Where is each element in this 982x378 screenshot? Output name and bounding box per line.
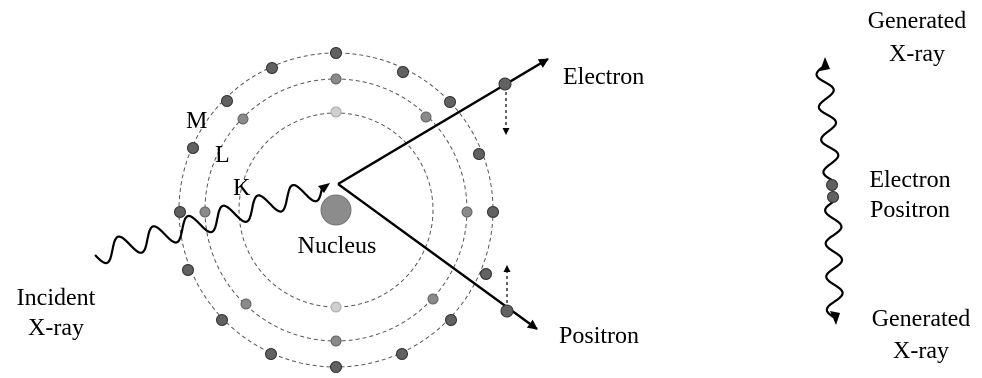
electron xyxy=(488,207,499,218)
pair-electron-dot xyxy=(827,180,838,191)
generated-xray-bottom-line2: X-ray xyxy=(893,338,949,364)
pair-positron-dot xyxy=(828,192,839,203)
electron xyxy=(331,74,341,84)
generated-xray-top-line1: Generated xyxy=(868,8,967,34)
shell-k-label: K xyxy=(233,175,250,201)
pair-positron-label: Positron xyxy=(870,197,950,223)
positron-label: Positron xyxy=(559,323,639,349)
generated-xray-top-arrowhead xyxy=(820,57,830,71)
electron xyxy=(445,97,456,108)
electron xyxy=(331,302,341,312)
electron xyxy=(175,207,186,218)
electron xyxy=(398,67,409,78)
electron xyxy=(331,107,341,117)
electron-ray xyxy=(338,59,548,184)
electron xyxy=(421,112,431,122)
electron xyxy=(481,269,492,280)
shell-l-label: L xyxy=(215,142,230,168)
electron xyxy=(217,315,228,326)
incident-label-line1: Incident xyxy=(17,285,96,311)
electron xyxy=(462,207,472,217)
electron-label: Electron xyxy=(563,64,644,90)
generated-xray-wave xyxy=(817,66,843,318)
generated-xray-bottom-line1: Generated xyxy=(872,306,971,332)
electron xyxy=(183,265,194,276)
generated-xray-top-line2: X-ray xyxy=(889,41,945,67)
nucleus-label: Nucleus xyxy=(298,233,377,259)
pair-electron-label: Electron xyxy=(869,167,950,193)
electron xyxy=(200,207,210,217)
incident-xray-wave xyxy=(95,185,322,263)
electron xyxy=(222,96,233,107)
emitted-positron xyxy=(501,305,513,317)
shell-m-label: M xyxy=(186,108,207,134)
electron xyxy=(474,149,485,160)
electron xyxy=(331,48,342,59)
electron xyxy=(266,349,277,360)
electron xyxy=(331,336,341,346)
incident-label-line2: X-ray xyxy=(28,315,84,341)
generated-xray-bottom-arrowhead xyxy=(830,311,840,325)
electron xyxy=(238,114,248,124)
electron xyxy=(267,63,278,74)
electron xyxy=(331,362,342,373)
electron xyxy=(241,299,251,309)
electron xyxy=(397,349,408,360)
electron xyxy=(428,294,438,304)
nucleus xyxy=(321,195,351,225)
incident-xray-arrowhead xyxy=(318,183,330,193)
electron xyxy=(188,143,199,154)
ejected-electron xyxy=(499,78,511,90)
electron xyxy=(446,315,457,326)
